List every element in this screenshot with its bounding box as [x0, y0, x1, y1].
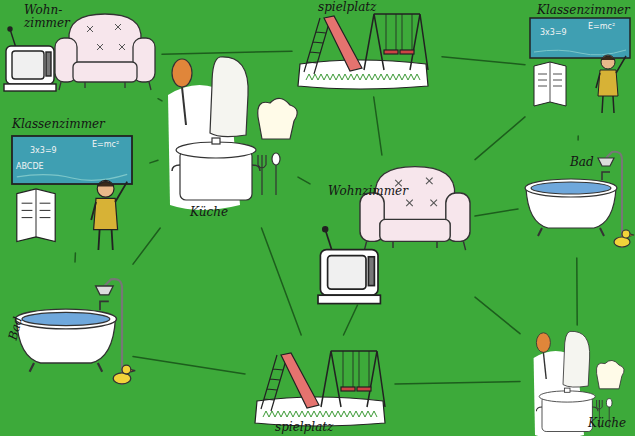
room-node: Küche	[158, 48, 298, 228]
connector-line	[475, 117, 525, 160]
room-node: spielplatz	[292, 2, 442, 97]
room-label: Klassenzimmer	[537, 4, 630, 17]
classroom-drawing	[530, 18, 630, 113]
room-node: spielplatz	[245, 335, 395, 436]
connector-line	[344, 305, 358, 335]
tv-drawing	[318, 227, 380, 304]
connector-line	[475, 297, 520, 334]
connector-line	[395, 382, 520, 384]
connector-line	[150, 160, 158, 163]
room-node: Wohnzimmer	[310, 155, 475, 305]
chalkboard-text: E=mc²	[92, 140, 119, 149]
room-label: Wohn- zimmer	[24, 4, 70, 30]
room-label: Küche	[588, 417, 626, 430]
room-label: Bad	[6, 315, 25, 341]
bathtub-drawing	[525, 152, 634, 248]
connector-line	[577, 136, 579, 140]
classroom-drawing	[12, 136, 132, 250]
room-node: Klassenzimmer	[525, 4, 635, 136]
connector-line	[162, 51, 292, 54]
room-label: Bad	[570, 156, 594, 169]
connector-line	[298, 177, 310, 184]
room-label: Küche	[190, 206, 228, 219]
room-node: Wohn- zimmer	[2, 2, 162, 110]
room-label: Klassenzimmer	[12, 118, 105, 131]
connector-line	[158, 99, 162, 101]
connector-line	[475, 209, 518, 216]
playground-drawing	[298, 14, 428, 89]
room-node: Küche	[520, 325, 635, 436]
chalkboard-text: 3x3=9	[30, 146, 57, 155]
connector-line	[74, 253, 76, 262]
bathtub-drawing	[15, 279, 135, 385]
sofa-drawing	[360, 167, 470, 251]
playground-drawing	[255, 351, 385, 426]
sofa-drawing	[55, 14, 155, 90]
connector-line	[133, 228, 160, 264]
connector-line	[576, 258, 578, 325]
connector-line	[442, 57, 525, 65]
connector-line	[262, 228, 302, 335]
room-label: spielplatz	[275, 421, 333, 434]
room-label: Wohnzimmer	[328, 185, 408, 198]
connector-line	[374, 97, 382, 155]
tv-drawing	[4, 27, 56, 91]
room-node: Klassenzimmer	[8, 118, 150, 253]
chalkboard-text: 3x3=9	[540, 28, 567, 37]
room-node: Bad	[518, 140, 635, 258]
chalkboard-text: E=mc²	[588, 22, 615, 31]
chalkboard-text: ABCDE	[16, 162, 44, 171]
room-label: spielplatz	[318, 1, 376, 14]
room-node: Bad	[8, 262, 133, 432]
connector-line	[133, 357, 245, 374]
kitchen-drawing	[168, 57, 297, 210]
